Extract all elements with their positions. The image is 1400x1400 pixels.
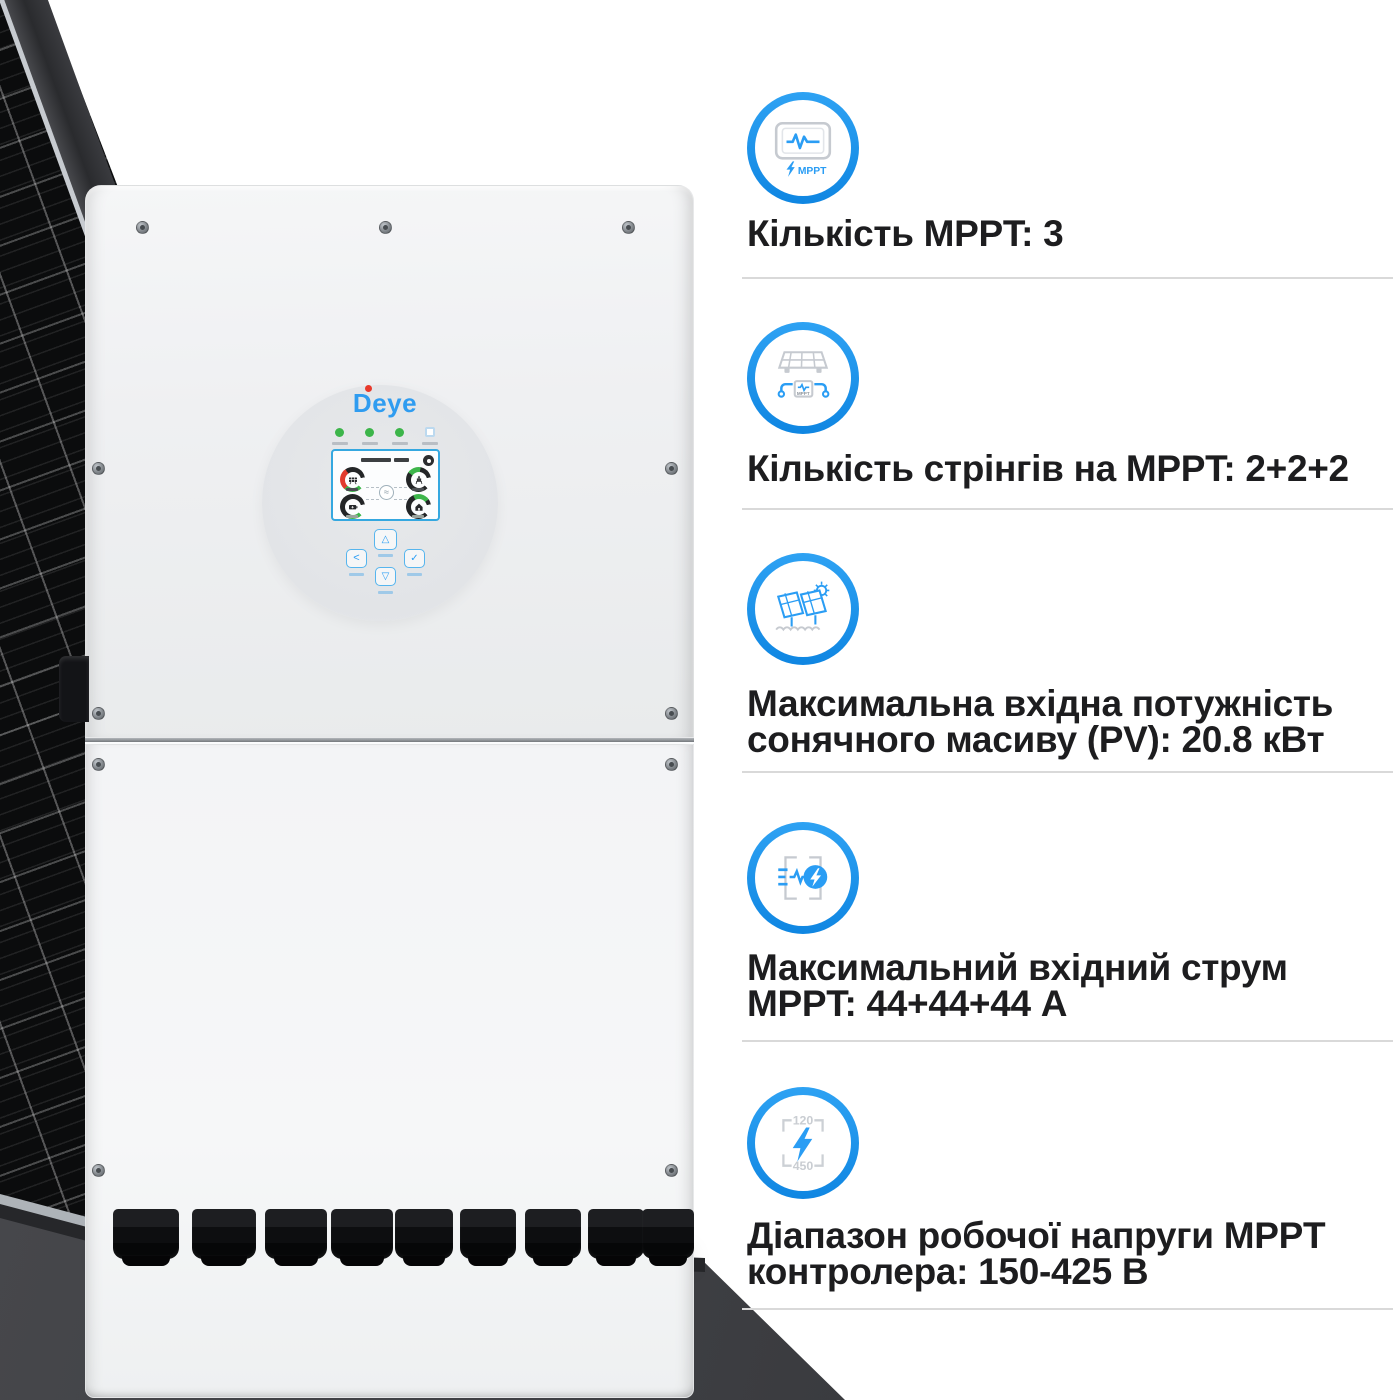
svg-text:MPPT: MPPT — [797, 391, 810, 396]
home-icon — [414, 503, 423, 511]
status-led — [365, 428, 374, 437]
battery-icon — [348, 504, 357, 509]
logo-red-dot — [365, 385, 372, 392]
cable-gland — [588, 1209, 644, 1266]
solar-panel-icon — [348, 477, 357, 484]
cable-gland — [642, 1209, 694, 1266]
nav-label — [378, 591, 393, 594]
mppt-monitor-glyph: MPPT — [774, 121, 832, 177]
inverter-seam — [85, 738, 694, 744]
feature-strings-per-mppt: MPPT Кількість стрінгів на MPPT: 2+2+2 — [742, 322, 1393, 510]
feature-mppt-count: MPPT Кількість MPPT: 3 — [742, 92, 1393, 279]
screw — [665, 462, 678, 475]
gear-icon — [423, 455, 434, 466]
pv-array-sun-icon — [747, 553, 859, 665]
nav-left-button: < — [346, 549, 367, 568]
alarm-indicator-icon — [425, 427, 435, 437]
deye-logo-text: Deye — [352, 388, 418, 418]
svg-text:450: 450 — [793, 1159, 814, 1173]
mppt-monitor-icon: MPPT — [747, 92, 859, 204]
screw — [665, 707, 678, 720]
screen-datetime — [394, 458, 409, 462]
feature-max-pv-power: Максимальна вхідна потужність сонячного … — [742, 553, 1393, 773]
flow-line — [366, 499, 379, 500]
screw — [92, 462, 105, 475]
feature-max-mppt-current: Максимальний вхідний струм MPPT: 44+44+4… — [742, 822, 1393, 1042]
voltage-range-glyph: 120 450 — [782, 1113, 824, 1173]
screw — [665, 758, 678, 771]
pv-strings-glyph: MPPT — [777, 351, 830, 398]
feature-text: Максимальна вхідна потужність сонячного … — [747, 683, 1334, 760]
svg-text:120: 120 — [793, 1113, 814, 1127]
divider — [742, 508, 1393, 510]
feature-text: Кількість MPPT: 3 — [747, 213, 1064, 254]
mppt-voltage-range-icon: 120 450 — [747, 1087, 859, 1199]
screw — [92, 1164, 105, 1177]
nav-ok-button: ✓ — [404, 549, 425, 568]
feature-text: Діапазон робочої напруги MPPT контролера… — [747, 1215, 1326, 1292]
pv-array-glyph — [775, 581, 830, 632]
nav-label — [407, 573, 422, 576]
gauge-label — [346, 488, 358, 491]
inverter-lower-body — [85, 744, 694, 1398]
nav-up-button: △ — [374, 529, 397, 550]
nav-label — [378, 554, 393, 557]
max-current-glyph — [778, 856, 828, 900]
inverter: Deye — [59, 185, 694, 1398]
divider — [742, 1040, 1393, 1042]
grid-pylon-icon — [415, 475, 422, 484]
cable-gland — [265, 1209, 327, 1266]
divider — [742, 277, 1393, 279]
screen-datetime — [361, 458, 391, 462]
pv-strings-mppt-icon: MPPT — [747, 322, 859, 434]
led-label — [392, 442, 408, 445]
gauge-label — [346, 515, 358, 518]
feature-text: Максимальний вхідний струм MPPT: 44+44+4… — [747, 947, 1288, 1024]
cable-gland — [331, 1209, 393, 1266]
nav-label — [349, 573, 364, 576]
nav-down-button: ▽ — [375, 567, 396, 586]
battery-gauge — [340, 494, 365, 519]
cable-gland — [525, 1209, 581, 1266]
status-led — [395, 428, 404, 437]
divider — [742, 1308, 1393, 1310]
screw — [622, 221, 635, 234]
screw — [136, 221, 149, 234]
led-label — [362, 442, 378, 445]
panel-mounting-clamp — [59, 656, 89, 722]
cable-gland — [395, 1209, 453, 1266]
status-led — [335, 428, 344, 437]
inverter-flow-icon: ≈ — [379, 485, 394, 500]
svg-text:MPPT: MPPT — [798, 166, 827, 177]
feature-text: Кількість стрінгів на MPPT: 2+2+2 — [747, 448, 1349, 489]
screw — [665, 1164, 678, 1177]
gauge-label — [412, 515, 424, 518]
cable-gland — [460, 1209, 516, 1266]
led-label — [422, 442, 438, 445]
screw — [379, 221, 392, 234]
solar-gauge — [340, 467, 365, 492]
home-gauge — [406, 494, 431, 519]
inverter-screen: ≈ — [331, 449, 440, 521]
flow-line — [394, 487, 407, 488]
gauge-label — [412, 488, 424, 491]
divider — [742, 771, 1393, 773]
mppt-input-current-icon — [747, 822, 859, 934]
cable-gland — [113, 1209, 179, 1266]
led-label — [332, 442, 348, 445]
screw — [92, 707, 105, 720]
feature-mppt-voltage-range: 120 450 Діапазон робочої напруги MPPT ко… — [742, 1087, 1393, 1310]
cable-gland — [192, 1209, 256, 1266]
grid-gauge — [406, 467, 431, 492]
flow-line — [394, 499, 407, 500]
deye-logo: Deye — [325, 385, 445, 419]
flow-line — [366, 487, 379, 488]
screw — [92, 758, 105, 771]
